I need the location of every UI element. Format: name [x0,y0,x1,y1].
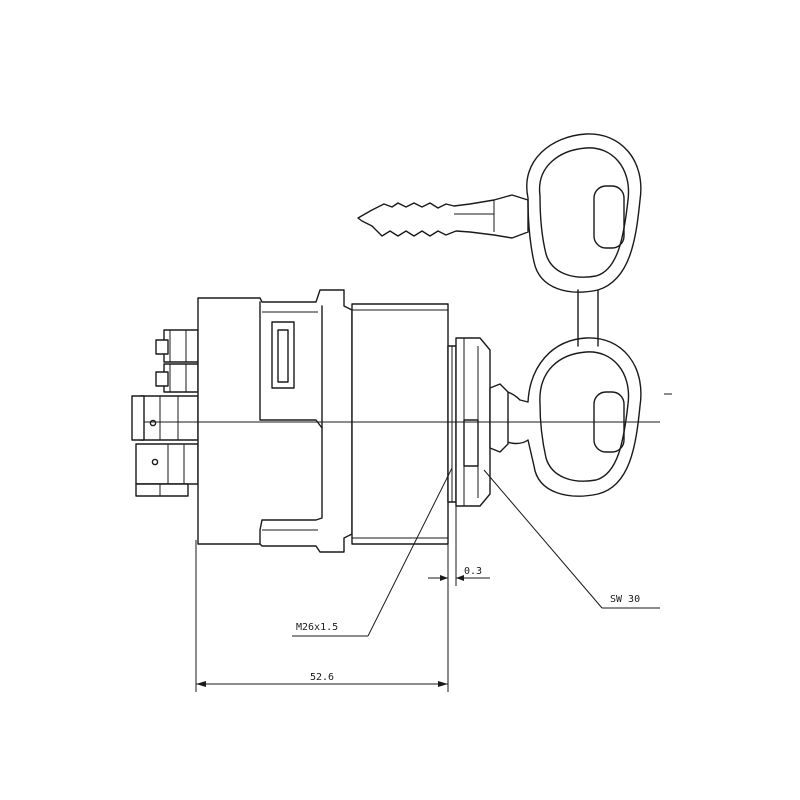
key-upper [357,133,642,293]
terminal-blades [131,329,199,497]
switch-housing [197,289,509,553]
dimension-overall-length [195,504,449,692]
key-lower [491,337,642,497]
dimension-gap [428,506,490,586]
leader-wrench-size [483,469,660,609]
dimension-gap-label: 0.3 [464,566,482,577]
leader-thread [292,467,453,637]
thread-label: M26x1.5 [296,622,338,633]
key-ring-link [577,289,599,347]
wrench-size-label: SW 30 [610,594,640,605]
dimension-overall-length-label: 52.6 [310,672,334,683]
